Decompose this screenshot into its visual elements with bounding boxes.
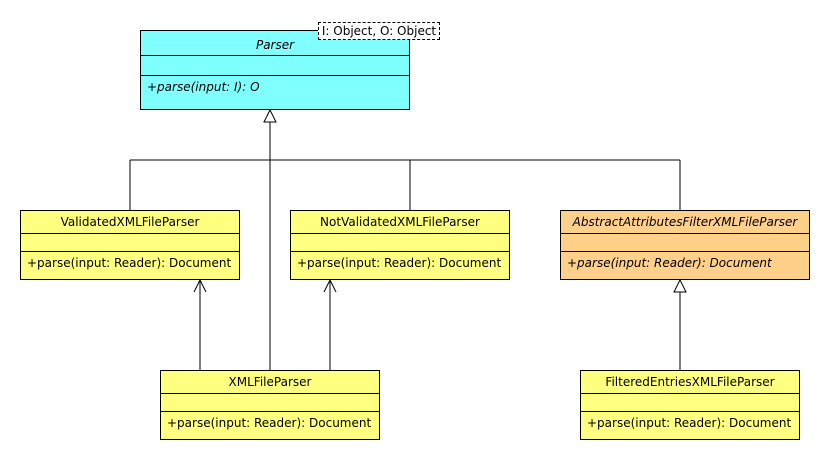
operation: +parse(input: Reader): Document [587, 416, 792, 430]
attributes-compartment [161, 394, 379, 412]
attributes-compartment [21, 234, 239, 252]
class-name: AbstractAttributesFilterXMLFileParser [561, 211, 809, 234]
attributes-compartment [561, 234, 809, 252]
class-parser[interactable]: Parser +parse(input: I): O [140, 30, 410, 110]
class-name: NotValidatedXMLFileParser [291, 211, 509, 234]
attributes-compartment [581, 394, 799, 412]
operation: +parse(input: Reader): Document [297, 256, 502, 270]
dependency-arrowhead-validated [193, 278, 207, 293]
dependency-arrowhead-notvalidated [323, 278, 337, 293]
class-not-validated-xml-file-parser[interactable]: NotValidatedXMLFileParser +parse(input: … [290, 210, 510, 280]
class-name: FilteredEntriesXMLFileParser [581, 371, 799, 394]
class-filtered-entries-xml-file-parser[interactable]: FilteredEntriesXMLFileParser +parse(inpu… [580, 370, 800, 440]
generalization-arrowhead-parser [263, 108, 277, 123]
operation: +parse(input: Reader): Document [567, 256, 772, 270]
operation: +parse(input: Reader): Document [27, 256, 232, 270]
class-validated-xml-file-parser[interactable]: ValidatedXMLFileParser +parse(input: Rea… [20, 210, 240, 280]
attributes-compartment [291, 234, 509, 252]
class-name: Parser [141, 31, 409, 56]
operation: +parse(input: Reader): Document [167, 416, 372, 430]
attributes-compartment [141, 56, 409, 76]
class-name: ValidatedXMLFileParser [21, 211, 239, 234]
class-abstract-attributes-filter-xml-file-parser[interactable]: AbstractAttributesFilterXMLFileParser +p… [560, 210, 810, 280]
template-parameters-box: I: Object, O: Object [318, 22, 440, 40]
class-name: XMLFileParser [161, 371, 379, 394]
operation: +parse(input: I): O [147, 80, 260, 94]
generalization-arrowhead-abstract [673, 278, 687, 293]
class-xml-file-parser[interactable]: XMLFileParser +parse(input: Reader): Doc… [160, 370, 380, 440]
